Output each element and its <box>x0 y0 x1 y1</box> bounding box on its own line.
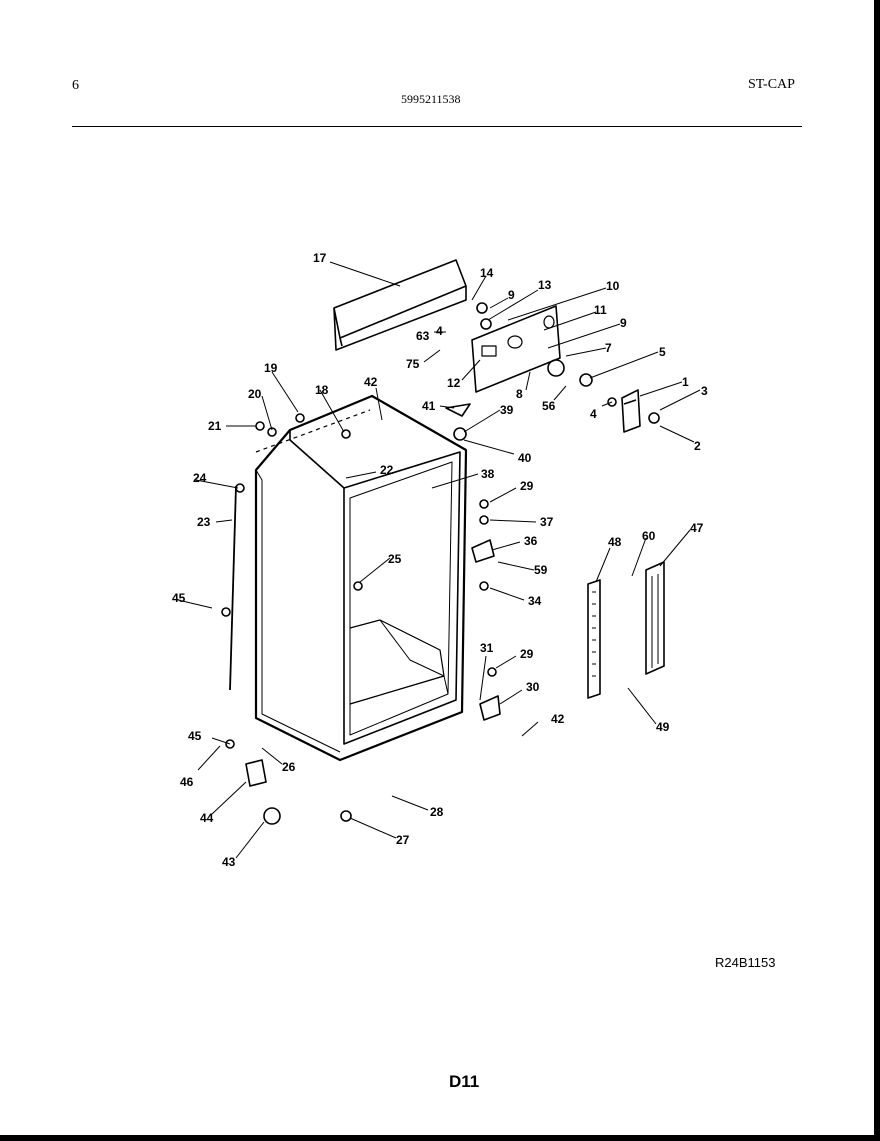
callout-26: 26 <box>282 760 296 774</box>
callout-28: 28 <box>430 805 444 819</box>
callout-17: 17 <box>313 251 327 265</box>
model-number: 5995211538 <box>401 92 461 106</box>
callout-23: 23 <box>197 515 211 529</box>
callout-31: 31 <box>480 641 494 655</box>
callout-27: 27 <box>396 833 410 847</box>
callout-60: 60 <box>642 529 656 543</box>
callout-63: 63 <box>416 329 430 343</box>
callout-59: 59 <box>534 563 548 577</box>
drawing-code: R24B1153 <box>715 955 776 970</box>
callout-4b: 4 <box>436 324 443 338</box>
callout-6: 9 <box>508 288 515 302</box>
callout-20: 20 <box>248 387 262 401</box>
callout-3: 3 <box>701 384 708 398</box>
callout-19: 19 <box>264 361 278 375</box>
callout-48: 48 <box>608 535 622 549</box>
callout-39: 40 <box>518 451 532 465</box>
callout-21: 21 <box>208 419 222 433</box>
callout-13: 13 <box>538 278 552 292</box>
callout-4a: 4 <box>590 407 597 421</box>
callout-42: 42 <box>551 712 565 726</box>
callout-49: 49 <box>656 720 670 734</box>
callout-9: 9 <box>620 316 627 330</box>
hinge-bracket-1 <box>621 389 641 433</box>
cabinet-body <box>254 394 468 762</box>
top-trim-17 <box>333 259 467 351</box>
callout-43: 43 <box>222 855 236 869</box>
section-code: ST-CAP <box>748 77 795 92</box>
callout-44: 44 <box>200 811 214 825</box>
callout-18: 18 <box>315 383 329 397</box>
callout-10: 10 <box>606 279 620 293</box>
rod-23 <box>229 485 237 691</box>
callout-75: 75 <box>406 357 420 371</box>
callout-labels: 17 14 9 13 10 11 9 7 5 1 3 2 4 63 4 75 1… <box>172 251 708 869</box>
callout-41: 42 <box>364 375 378 389</box>
callout-8a: 8 <box>516 387 523 401</box>
rail-47 <box>645 561 665 675</box>
callout-29a: 29 <box>520 479 534 493</box>
callout-56: 56 <box>542 399 556 413</box>
page-number: 6 <box>72 78 79 93</box>
callout-36: 37 <box>540 515 554 529</box>
callout-2: 2 <box>694 439 701 453</box>
callout-40: 41 <box>422 399 436 413</box>
callout-25: 25 <box>388 552 402 566</box>
page-label: D11 <box>449 1072 480 1091</box>
callout-46: 46 <box>180 775 194 789</box>
rail-48 <box>587 579 601 699</box>
callout-35: 36 <box>524 534 538 548</box>
callout-47: 47 <box>690 521 704 535</box>
callout-11: 11 <box>594 303 607 317</box>
callout-12: 12 <box>447 376 461 390</box>
callout-7: 7 <box>605 341 612 355</box>
callout-24: 24 <box>193 471 207 485</box>
callout-30: 30 <box>526 680 540 694</box>
callout-45b: 45 <box>188 729 202 743</box>
callout-5: 5 <box>659 345 666 359</box>
callout-45a: 45 <box>172 591 186 605</box>
callout-37: 38 <box>481 467 495 481</box>
callout-1: 1 <box>682 375 689 389</box>
callout-38: 39 <box>500 403 514 417</box>
callout-14: 14 <box>480 266 494 280</box>
callout-29b: 29 <box>520 647 534 661</box>
cabinet-opening <box>343 451 461 745</box>
callout-22: 22 <box>380 463 394 477</box>
callout-34: 34 <box>528 594 542 608</box>
control-panel-10 <box>471 305 561 393</box>
header-rule <box>72 126 802 127</box>
